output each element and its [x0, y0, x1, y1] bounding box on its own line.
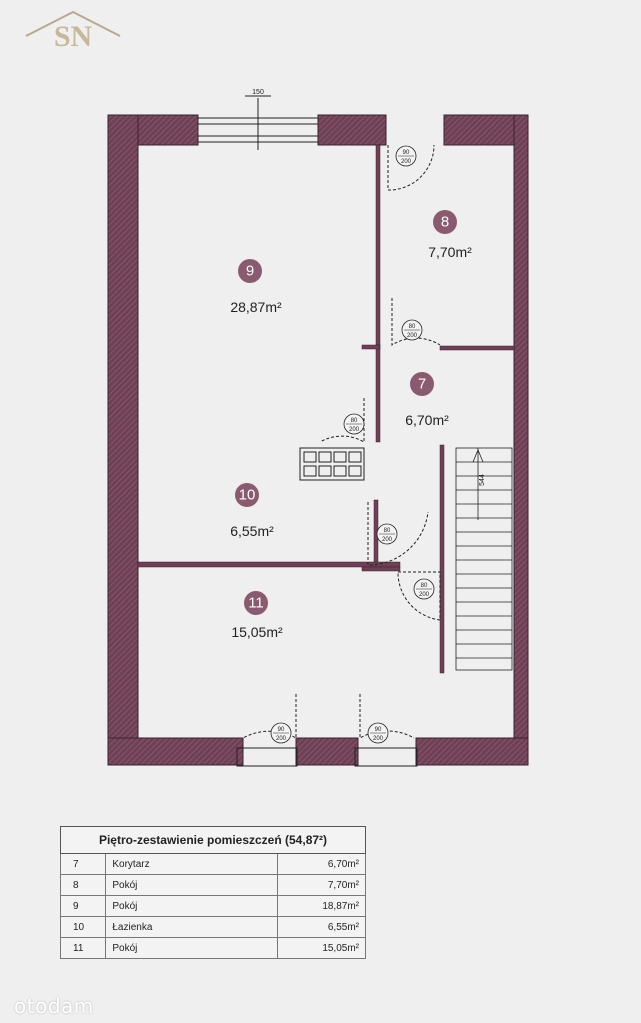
- door-label: 80 200: [401, 319, 423, 341]
- table-row: 11 Pokój 15,05m²: [59, 937, 366, 959]
- interior-walls: [137, 144, 515, 674]
- door-label: 80 200: [376, 523, 398, 545]
- room-10: 10 6,55m²: [230, 483, 274, 539]
- svg-text:10: 10: [239, 487, 256, 504]
- svg-text:7: 7: [418, 376, 426, 393]
- bottom-door-frames: [236, 747, 418, 767]
- door-swings: [242, 144, 441, 739]
- door-label: 90 200: [395, 145, 417, 167]
- svg-text:11: 11: [248, 595, 264, 612]
- svg-text:15,05m²: 15,05m²: [231, 624, 283, 640]
- svg-text:9: 9: [246, 263, 254, 280]
- svg-text:80: 80: [409, 324, 416, 330]
- stair-dimension: 544: [479, 474, 486, 486]
- door-label: 80 200: [413, 578, 435, 600]
- svg-text:90: 90: [403, 150, 410, 156]
- svg-text:28,87m²: 28,87m²: [230, 299, 282, 315]
- door-labels: 90 200 80 200 80 200 80 200 80 200: [270, 145, 435, 744]
- svg-text:80: 80: [351, 418, 358, 424]
- room-11: 11 15,05m²: [231, 591, 283, 640]
- svg-text:6,55m²: 6,55m²: [230, 523, 274, 539]
- svg-text:200: 200: [349, 427, 360, 433]
- window-dimension: 150: [252, 89, 264, 96]
- room-8: 8 7,70m²: [428, 210, 472, 260]
- outer-walls: [107, 114, 529, 766]
- floor-plan: 150 544: [107, 89, 529, 767]
- table-row: 8 Pokój 7,70m²: [59, 874, 366, 896]
- table-row: 9 Pokój 18,87m²: [59, 895, 366, 917]
- hob-icon: [299, 447, 365, 481]
- room-9: 9 28,87m²: [230, 259, 282, 315]
- table-row: 10 Łazienka 6,55m²: [59, 916, 366, 938]
- svg-text:8: 8: [441, 214, 449, 231]
- logo-icon: SN: [25, 10, 121, 53]
- summary-title: Piętro-zestawienie pomieszczeń (54,87²): [60, 826, 366, 854]
- door-label: 90 200: [367, 722, 389, 744]
- logo-text: SN: [54, 20, 93, 53]
- svg-text:200: 200: [407, 333, 418, 339]
- svg-text:80: 80: [384, 528, 391, 534]
- svg-text:6,70m²: 6,70m²: [405, 412, 449, 428]
- svg-text:80: 80: [421, 583, 428, 589]
- svg-text:7,70m²: 7,70m²: [428, 244, 472, 260]
- svg-text:90: 90: [278, 727, 285, 733]
- svg-text:200: 200: [419, 592, 430, 598]
- top-window: [198, 95, 318, 150]
- table-row: 7 Korytarz 6,70m²: [59, 853, 366, 875]
- svg-text:200: 200: [401, 159, 412, 165]
- staircase: [455, 447, 513, 671]
- svg-text:200: 200: [382, 537, 393, 543]
- watermark: otodam: [14, 994, 94, 1018]
- svg-text:200: 200: [276, 736, 287, 742]
- door-label: 80 200: [343, 413, 365, 435]
- svg-text:90: 90: [375, 727, 382, 733]
- door-label: 90 200: [270, 722, 292, 744]
- svg-text:200: 200: [373, 736, 384, 742]
- room-7: 7 6,70m²: [405, 372, 449, 428]
- room-summary-table: Piętro-zestawienie pomieszczeń (54,87²) …: [59, 826, 366, 959]
